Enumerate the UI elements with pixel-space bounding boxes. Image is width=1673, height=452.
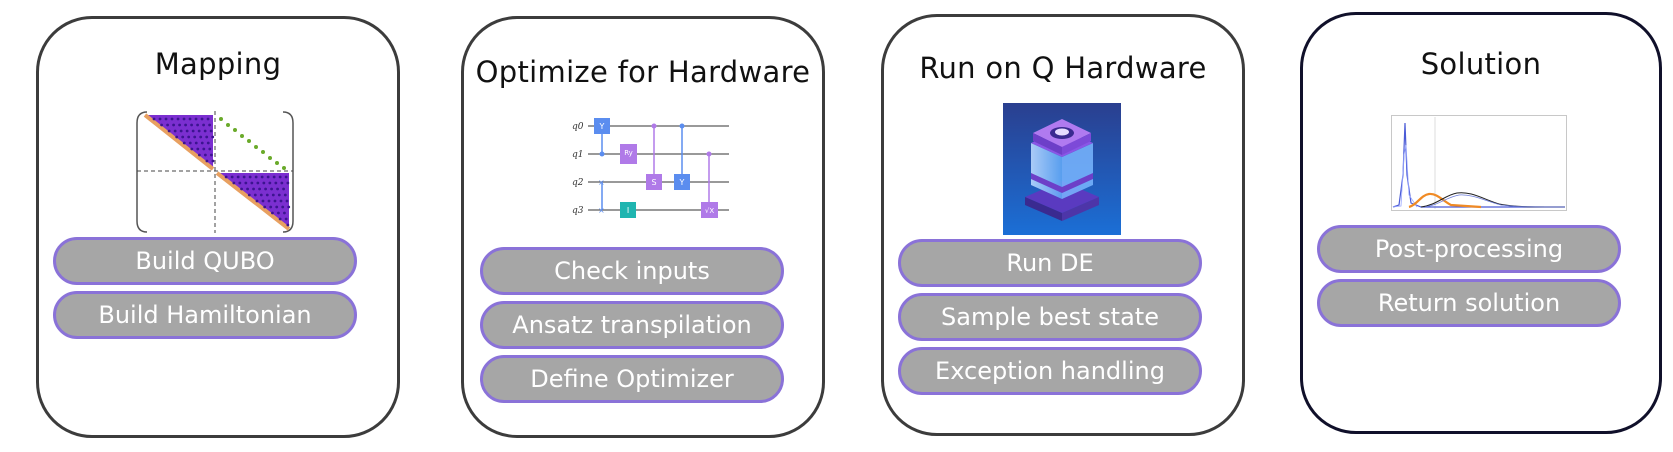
- stage-card-solution: Solution Post-processing Return solution: [1300, 12, 1662, 434]
- stage-title: Run on Q Hardware: [919, 51, 1207, 85]
- stage-card-run-hardware: Run on Q Hardware Run DE Samp: [881, 14, 1245, 436]
- gate-y: Y: [679, 178, 685, 187]
- step-return-solution[interactable]: Return solution: [1317, 279, 1621, 327]
- quantum-circuit-figure: q0 q1 q2 q3 × × Y Ry S Y I: [572, 118, 729, 218]
- gate-sqrt-x: √X: [705, 207, 714, 215]
- step-build-qubo[interactable]: Build QUBO: [53, 237, 357, 285]
- qubit-label: q0: [572, 122, 584, 132]
- gate-i: I: [627, 206, 629, 215]
- step-exception-handling[interactable]: Exception handling: [898, 347, 1202, 395]
- stage-title: Solution: [1420, 47, 1542, 81]
- gate-y: Y: [599, 122, 605, 131]
- distribution-plot-figure: [1391, 115, 1567, 211]
- step-post-processing[interactable]: Post-processing: [1317, 225, 1621, 273]
- stage-title: Optimize for Hardware: [475, 55, 811, 89]
- step-build-hamiltonian[interactable]: Build Hamiltonian: [53, 291, 357, 339]
- gate-ry: Ry: [624, 149, 633, 157]
- stage-card-mapping: Mapping Build QUBO Build Hamiltonian: [36, 16, 400, 438]
- qubo-matrix-figure: [136, 111, 294, 233]
- stage-title: Mapping: [154, 47, 282, 81]
- qubit-label: q2: [572, 178, 584, 188]
- stage-card-optimize: Optimize for Hardware q0 q1 q2 q3 × × Y …: [461, 16, 825, 438]
- svg-text:×: ×: [598, 178, 605, 187]
- qubit-label: q3: [572, 206, 584, 216]
- step-define-optimizer[interactable]: Define Optimizer: [480, 355, 784, 403]
- gate-s: S: [651, 178, 656, 187]
- step-check-inputs[interactable]: Check inputs: [480, 247, 784, 295]
- qubit-label: q1: [572, 150, 584, 160]
- svg-text:×: ×: [598, 206, 605, 215]
- quantum-processor-image: [1003, 103, 1121, 235]
- step-run-de[interactable]: Run DE: [898, 239, 1202, 287]
- step-sample-best-state[interactable]: Sample best state: [898, 293, 1202, 341]
- step-ansatz-transpilation[interactable]: Ansatz transpilation: [480, 301, 784, 349]
